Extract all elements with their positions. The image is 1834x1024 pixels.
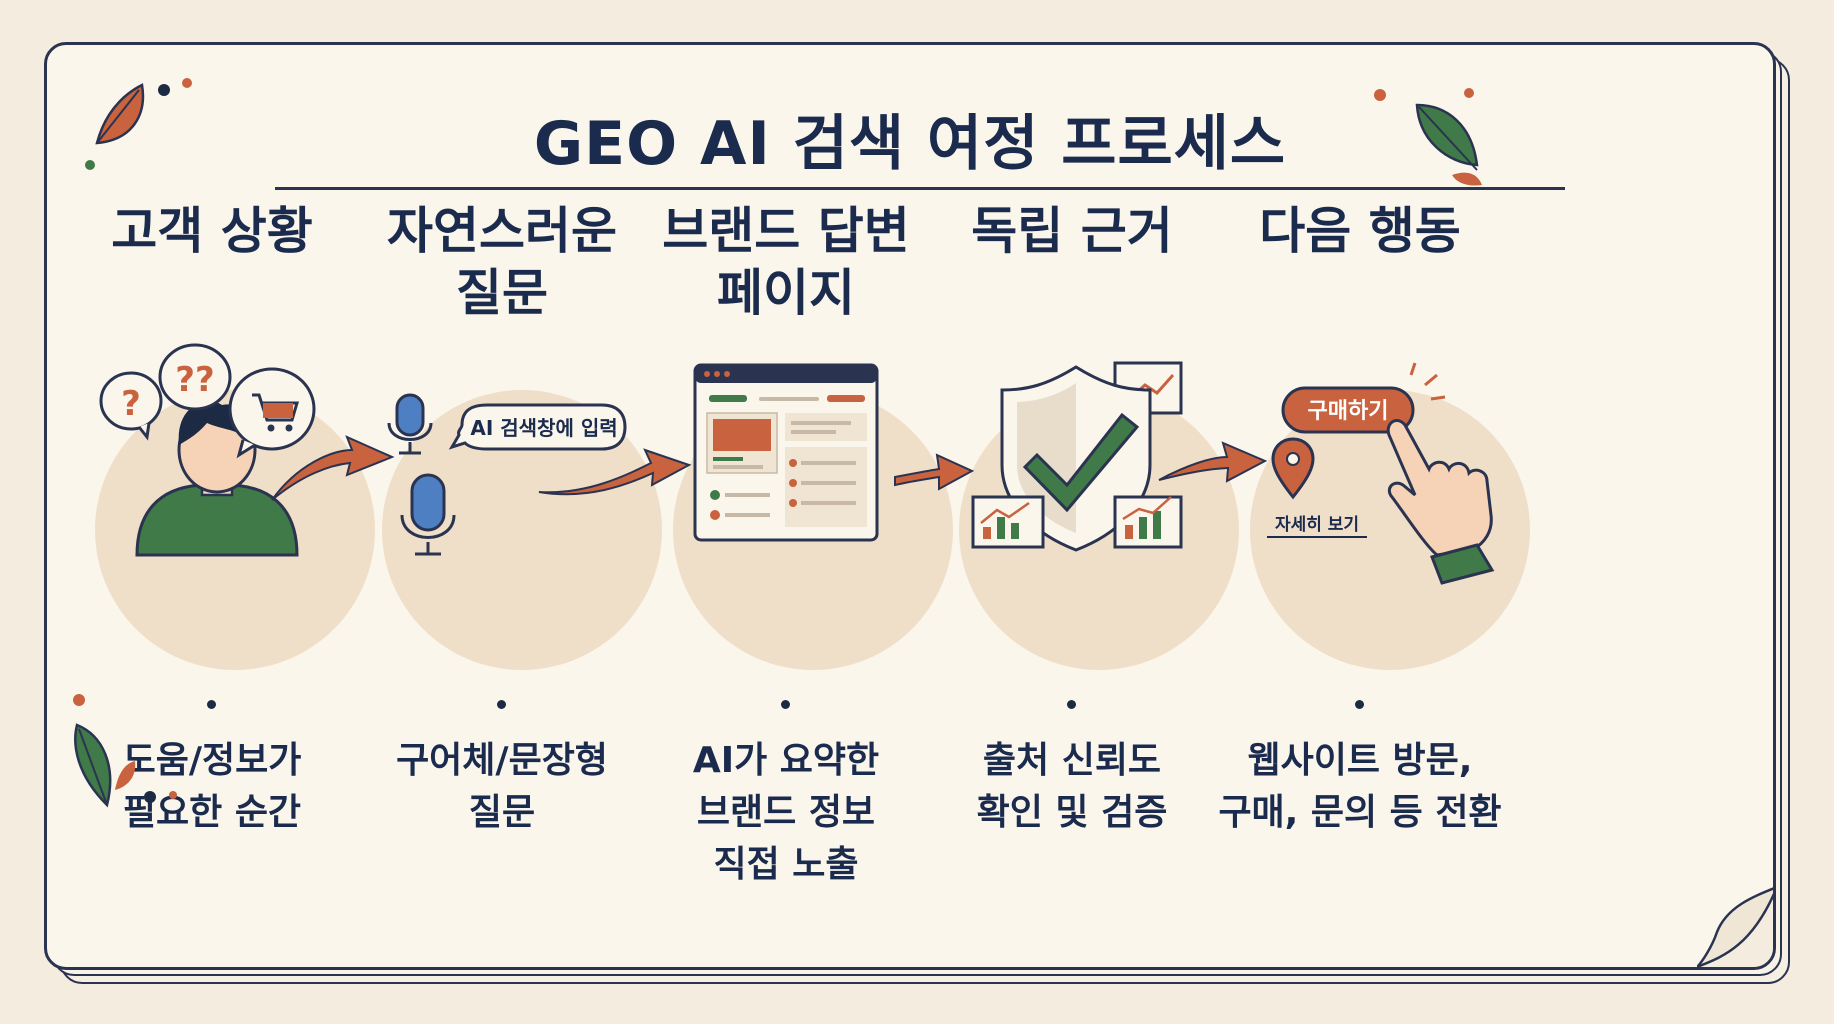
step-dot bbox=[781, 700, 790, 709]
browser-window-icon bbox=[693, 363, 879, 542]
decor-dot bbox=[182, 78, 192, 88]
step-dot bbox=[1355, 700, 1364, 709]
svg-text:??: ?? bbox=[175, 360, 214, 400]
step-title: 독립 근거 bbox=[907, 200, 1237, 262]
step-description: 웹사이트 방문, 구매, 문의 등 전환 bbox=[1185, 735, 1535, 839]
microphone-icon bbox=[387, 393, 433, 455]
step-desc-line: AI가 요약한 bbox=[692, 740, 880, 781]
step-desc-line: 확인 및 검증 bbox=[976, 792, 1168, 833]
arrow-icon bbox=[538, 448, 692, 496]
step-desc-line: 질문 bbox=[468, 792, 536, 833]
chart-icon bbox=[1113, 495, 1183, 549]
step-desc-line: 출처 신뢰도 bbox=[982, 740, 1162, 781]
arrow-icon bbox=[894, 453, 975, 491]
buy-button-label: 구매하기 bbox=[1308, 399, 1389, 424]
decor-dot bbox=[1464, 88, 1474, 98]
step-dot bbox=[207, 700, 216, 709]
step-desc-line: 웹사이트 방문, bbox=[1247, 740, 1473, 781]
chart-icon bbox=[971, 495, 1045, 549]
search-bubble-label: AI 검색창에 입력 bbox=[470, 416, 617, 440]
buy-button[interactable]: 구매하기 bbox=[1281, 386, 1415, 434]
location-pin-icon bbox=[1271, 437, 1315, 500]
step-desc-line: 도움/정보가 bbox=[122, 740, 302, 781]
step-desc-line: 구매, 문의 등 전환 bbox=[1218, 792, 1502, 833]
step-title: 자연스러운 질문 bbox=[337, 200, 667, 324]
cart-bubble-icon bbox=[228, 367, 316, 459]
decor-dot bbox=[73, 694, 85, 706]
step-title: 다음 행동 bbox=[1195, 200, 1525, 262]
details-link-label: 자세히 보기 bbox=[1275, 515, 1359, 535]
page-curl bbox=[1697, 887, 1773, 967]
arrow-icon bbox=[271, 435, 395, 501]
decor-dot bbox=[1374, 89, 1386, 101]
process-card: GEO AI 검색 여정 프로세스 고객 상황 도움/정보가 필요한 순간 자연… bbox=[44, 42, 1776, 970]
hand-pointer-icon bbox=[1386, 419, 1495, 585]
search-bubble: AI 검색창에 입력 bbox=[448, 403, 627, 451]
step-description: AI가 요약한 브랜드 정보 직접 노출 bbox=[621, 735, 951, 891]
decor-dot bbox=[85, 160, 95, 170]
illustration-layer: ? ?? bbox=[73, 78, 1495, 808]
step-title-line: 자연스러운 bbox=[387, 202, 617, 260]
step-title-line: 페이지 bbox=[717, 264, 855, 322]
spark-lines bbox=[1409, 362, 1446, 401]
decor-dot bbox=[144, 791, 156, 803]
decor-dot bbox=[158, 84, 170, 96]
arrow-icon bbox=[1158, 441, 1268, 483]
leaf-icon bbox=[1415, 103, 1482, 186]
details-link[interactable]: 자세히 보기 bbox=[1267, 515, 1367, 538]
step-title-line: 질문 bbox=[456, 264, 548, 322]
step-title-line: 고객 상황 bbox=[111, 202, 313, 260]
svg-text:?: ? bbox=[121, 384, 141, 424]
step-description: 출처 신뢰도 확인 및 검증 bbox=[907, 735, 1237, 839]
question-bubble-icon: ? ?? bbox=[99, 343, 232, 441]
decor-dot bbox=[169, 791, 177, 799]
step-desc-line: 구어체/문장형 bbox=[396, 740, 608, 781]
title-divider bbox=[275, 187, 1565, 190]
step-desc-line: 브랜드 정보 bbox=[696, 792, 876, 833]
step-dot bbox=[497, 700, 506, 709]
step-dot bbox=[1067, 700, 1076, 709]
leaf-icon bbox=[74, 723, 136, 808]
step-desc-line: 직접 노출 bbox=[713, 844, 859, 885]
leaf-icon bbox=[95, 83, 145, 145]
page-title: GEO AI 검색 여정 프로세스 bbox=[533, 109, 1287, 179]
step-title-line: 독립 근거 bbox=[971, 202, 1173, 260]
step-title: 고객 상황 bbox=[47, 200, 377, 262]
step-title-line: 다음 행동 bbox=[1259, 202, 1461, 260]
step-title-line: 브랜드 답변 bbox=[662, 202, 910, 260]
step-title: 브랜드 답변 페이지 bbox=[621, 200, 951, 324]
microphone-icon bbox=[400, 473, 456, 556]
step-description: 구어체/문장형 질문 bbox=[337, 735, 667, 839]
